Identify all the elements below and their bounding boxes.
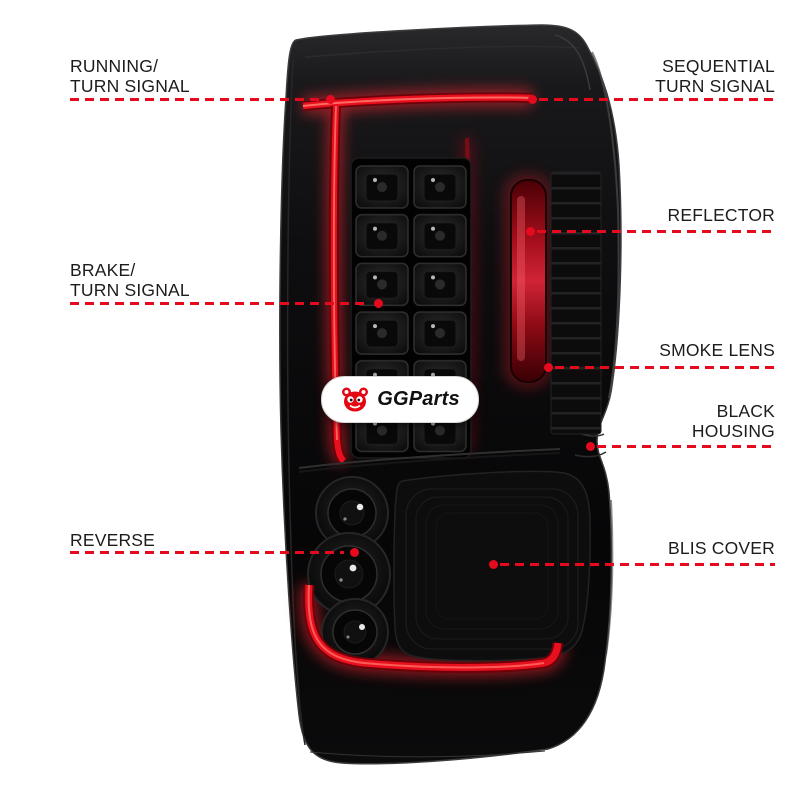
housing-detail-lines xyxy=(286,34,620,758)
ggparts-logo-icon xyxy=(342,387,369,412)
callout-text-line: BRAKE/ xyxy=(70,260,136,280)
callout-dot-brake xyxy=(374,299,383,308)
callout-label-reverse: REVERSE xyxy=(70,530,156,551)
callout-label-reflector: REFLECTOR xyxy=(667,205,775,226)
callout-dot-reflector xyxy=(526,227,535,236)
callout-dot-running xyxy=(326,95,335,104)
callout-text-line: TURN SIGNAL xyxy=(655,75,775,96)
leader-line-reverse xyxy=(70,551,344,554)
callout-text-line: TURN SIGNAL xyxy=(70,75,190,96)
callout-label-sequential-turn-signal: SEQUENTIAL TURN SIGNAL xyxy=(655,56,775,96)
ggparts-brand-text: GGParts xyxy=(377,388,460,410)
callout-label-blis-cover: BLIS COVER xyxy=(667,538,775,559)
callout-text-line: HOUSING xyxy=(691,420,775,441)
callout-text-line: RUNNING/ xyxy=(70,56,159,76)
leader-line-brake xyxy=(70,302,368,305)
callout-label-running-turn-signal: RUNNING/ TURN SIGNAL xyxy=(70,56,190,96)
leader-line-sequential xyxy=(539,98,775,101)
callout-text-line: BLACK xyxy=(716,401,775,421)
light-bar-top xyxy=(302,92,533,111)
callout-text-line: SMOKE LENS xyxy=(659,340,775,360)
leader-line-blis-cover xyxy=(500,563,775,566)
callout-dot-blis-cover xyxy=(489,560,498,569)
housing-slats xyxy=(550,171,602,435)
light-bar-bottom xyxy=(303,584,564,673)
callout-dot-reverse xyxy=(350,548,359,557)
leader-line-black-housing xyxy=(597,445,775,448)
callout-dot-sequential xyxy=(528,95,537,104)
reverse-lamp-1 xyxy=(315,476,389,550)
reflector-strip xyxy=(510,179,547,383)
lens-mid-seam xyxy=(298,448,561,473)
callout-label-brake-turn-signal: BRAKE/ TURN SIGNAL xyxy=(70,260,190,300)
callout-text-line: SEQUENTIAL xyxy=(662,56,775,76)
leader-line-running xyxy=(70,98,320,101)
callout-dot-smoke-lens xyxy=(544,363,553,372)
ggparts-badge: GGParts xyxy=(321,376,479,423)
callout-label-smoke-lens: SMOKE LENS xyxy=(659,340,775,361)
callout-text-line: TURN SIGNAL xyxy=(70,279,190,300)
callout-dot-black-housing xyxy=(586,442,595,451)
leader-line-smoke-lens xyxy=(555,366,775,369)
callout-text-line: REVERSE xyxy=(70,530,156,550)
callout-text-line: REFLECTOR xyxy=(667,205,775,225)
callout-text-line: BLIS COVER xyxy=(667,538,775,558)
leader-line-reflector xyxy=(537,230,775,233)
callout-label-black-housing: BLACK HOUSING xyxy=(691,401,775,441)
